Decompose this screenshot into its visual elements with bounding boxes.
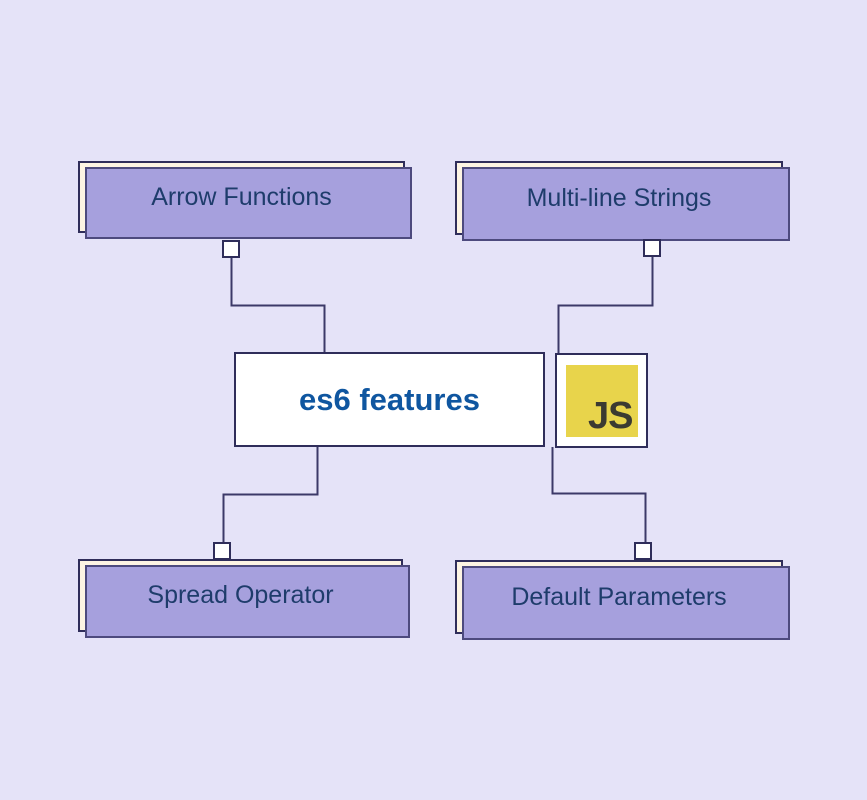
node-arrow-functions[interactable]: Arrow Functions — [78, 161, 405, 233]
node-spread-operator[interactable]: Spread Operator — [78, 559, 403, 632]
connector-handle-multi-line-strings[interactable] — [643, 239, 661, 257]
connector-arrow-functions — [230, 258, 326, 353]
javascript-logo-node[interactable]: JS — [555, 353, 648, 448]
node-label: Default Parameters — [511, 582, 727, 611]
node-label: Multi-line Strings — [526, 183, 712, 212]
javascript-logo-icon: JS — [565, 364, 638, 437]
connector-spread-operator — [222, 446, 319, 543]
node-label: Arrow Functions — [151, 182, 332, 211]
javascript-logo-label: JS — [588, 394, 633, 437]
connector-multi-line-strings — [557, 256, 654, 354]
connector-handle-default-parameters[interactable] — [634, 542, 652, 560]
connector-handle-spread-operator[interactable] — [213, 542, 231, 560]
root-label: es6 features — [299, 381, 480, 417]
node-label: Spread Operator — [147, 581, 334, 609]
node-default-parameters[interactable]: Default Parameters — [455, 560, 783, 634]
connector-handle-arrow-functions[interactable] — [222, 240, 240, 258]
node-es6-features[interactable]: es6 features — [234, 352, 545, 447]
connector-default-parameters — [551, 447, 647, 543]
node-multi-line-strings[interactable]: Multi-line Strings — [455, 161, 783, 235]
